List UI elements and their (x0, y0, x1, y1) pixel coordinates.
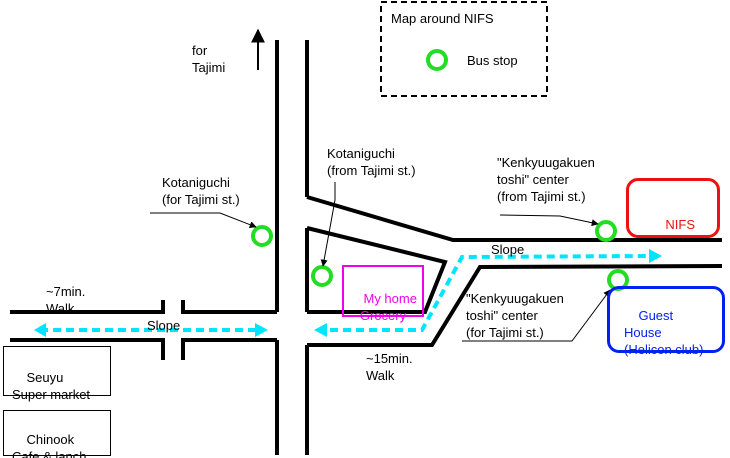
slope-label-right: Slope (491, 242, 525, 257)
kenkyuu-from-tajimi-label: "Kenkyuugakuen toshi" center (from Tajim… (497, 155, 595, 204)
road-left-upper (10, 300, 165, 314)
legend-title: Map around NIFS (391, 11, 494, 26)
arrow-east-icon-2 (649, 249, 662, 263)
arrow-west-icon-2 (314, 323, 327, 337)
leader-kotaniguchi-from (320, 182, 336, 267)
legend-bus-stop-label: Bus stop (467, 53, 518, 68)
leader-kotaniguchi-for (150, 212, 257, 228)
guest-house-label: Guest House (Helicon club) (624, 308, 704, 357)
kenkyuu-for-tajimi-label: "Kenkyuugakuen toshi" center (for Tajimi… (466, 291, 564, 340)
arrow-east-icon (255, 323, 268, 337)
leader-kenkyuu-from (499, 214, 599, 227)
arrow-west-icon (34, 323, 46, 337)
nifs-label: NIFS (665, 217, 696, 232)
my-home-box: My home Grocery (342, 265, 424, 323)
legend-box (380, 1, 548, 97)
slope-label-left: Slope (147, 318, 181, 333)
chinook-box: Chinook Cafe & lanch (3, 410, 111, 458)
bus-stops (251, 220, 629, 291)
leader-lines (150, 182, 611, 342)
bus-stop-icon-kenkyuu-from (595, 220, 617, 242)
bus-stop-icon-kotaniguchi-from (311, 265, 333, 287)
leader-kenkyuu-for (462, 289, 611, 342)
road-left-lower (10, 338, 165, 360)
seuyu-box: Seuyu Super market (3, 346, 111, 402)
my-home-label: My home Grocery (359, 291, 417, 323)
road-diag-lower (306, 226, 448, 314)
kotaniguchi-from-tajimi-label: Kotaniguchi (from Tajimi st.) (327, 146, 416, 178)
walk-route-arrowheads (34, 249, 662, 337)
road-left-lower-2 (181, 338, 277, 360)
legend-bus-stop-icon (426, 49, 448, 71)
walk-7min-label: ~7min. Walk (46, 284, 86, 316)
walk-15min-label: ~15min. Walk (366, 351, 413, 383)
walk-route (40, 254, 651, 332)
road-left-upper-2 (181, 300, 277, 314)
guest-house-box: Guest House (Helicon club) (607, 286, 725, 357)
kotaniguchi-for-tajimi-label: Kotaniguchi (for Tajimi st.) (162, 175, 240, 207)
road-lower-east (307, 264, 723, 347)
bus-stop-icon-kotaniguchi-for (251, 225, 273, 247)
for-tajimi-label: for Tajimi (192, 43, 226, 75)
road-diag-upper (306, 195, 722, 242)
seuyu-label: Seuyu Super market (12, 370, 91, 402)
nifs-box: NIFS (626, 178, 720, 238)
roads (10, 40, 723, 455)
chinook-label: Chinook Cafe & lanch (12, 432, 87, 458)
